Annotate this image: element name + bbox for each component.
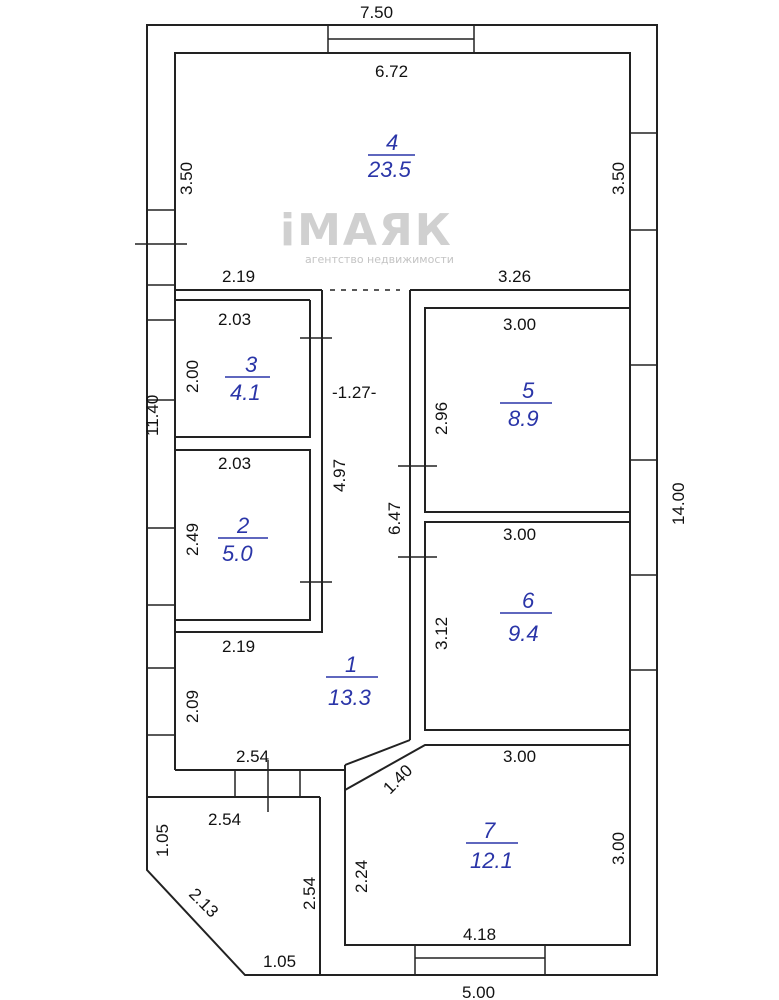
dim-label: 3.00 [609,832,628,865]
room-area: 9.4 [508,621,539,646]
dim-label: 3.12 [432,617,451,650]
dim-label: 2.03 [218,310,251,329]
window-left-3 [146,527,176,606]
window-left-4 [146,667,176,736]
room-4-label: 4 23.5 [367,130,415,182]
window-left-1 [146,209,176,286]
dim-label: 2.54 [208,810,241,829]
room-labels: 4 23.5 3 4.1 5 8.9 2 5.0 6 9.4 1 13.3 7 … [218,130,552,873]
windows [135,24,658,976]
window-right-2 [629,364,658,461]
watermark: iМАЯК агентство недвижимости [280,205,454,266]
dim-label: 6.47 [385,502,404,535]
dim-label: 2.09 [183,690,202,723]
dimension-labels: 7.50 6.72 3.50 3.50 2.19 3.26 2.03 2.00 … [143,3,688,1000]
dim-label: 3.50 [177,162,196,195]
room-7-label: 7 12.1 [466,818,518,873]
dim-label: 3.00 [503,315,536,334]
dim-label: 7.50 [360,3,393,22]
dim-label: 2.00 [183,360,202,393]
dim-label: 6.72 [375,62,408,81]
room-area: 4.1 [230,380,261,405]
room-number: 5 [522,378,535,403]
dim-label: 5.00 [462,983,495,1000]
room-area: 23.5 [367,157,412,182]
outer-walls [146,24,658,976]
room-number: 1 [345,652,357,677]
dim-label: 14.00 [669,482,688,525]
dim-label: 1.05 [153,824,172,857]
room-2-label: 2 5.0 [218,513,268,566]
room-number: 6 [522,588,535,613]
interior-walls [175,289,630,791]
window-right-3 [629,574,658,671]
dim-label: 2.19 [222,637,255,656]
room-number: 4 [386,130,398,155]
room-number: 2 [236,513,249,538]
dim-label: 1.05 [263,952,296,971]
room-6-label: 6 9.4 [500,588,552,646]
dim-label: 2.96 [432,402,451,435]
window-right-1 [629,132,658,231]
dim-label: 2.49 [183,523,202,556]
room-area: 12.1 [470,848,513,873]
room-area: 5.0 [222,541,253,566]
room-area: 13.3 [328,685,372,710]
room-number: 7 [483,818,496,843]
dim-label: -1.27- [332,383,376,402]
dim-label: 2.24 [352,860,371,893]
dim-label: 2.19 [222,267,255,286]
window-bottom [414,944,546,976]
dim-label: 4.18 [463,925,496,944]
dim-label: 3.00 [503,747,536,766]
room-number: 3 [245,352,258,377]
dim-label: 2.03 [218,454,251,473]
dim-label: 3.26 [498,267,531,286]
window-left-2 [146,319,176,401]
room-3-label: 3 4.1 [225,352,270,405]
dim-label: 3.50 [609,162,628,195]
watermark-brand: iМАЯК [280,205,453,256]
dim-label: 2.54 [300,877,319,910]
dim-label: 2.54 [236,747,269,766]
dim-label: 11.40 [143,395,162,436]
dim-label: 3.00 [503,525,536,544]
watermark-subtitle: агентство недвижимости [305,253,454,266]
room-1-label: 1 13.3 [326,652,378,710]
room-area: 8.9 [508,406,539,431]
dim-label: 4.97 [330,459,349,492]
room-5-label: 5 8.9 [500,378,552,431]
